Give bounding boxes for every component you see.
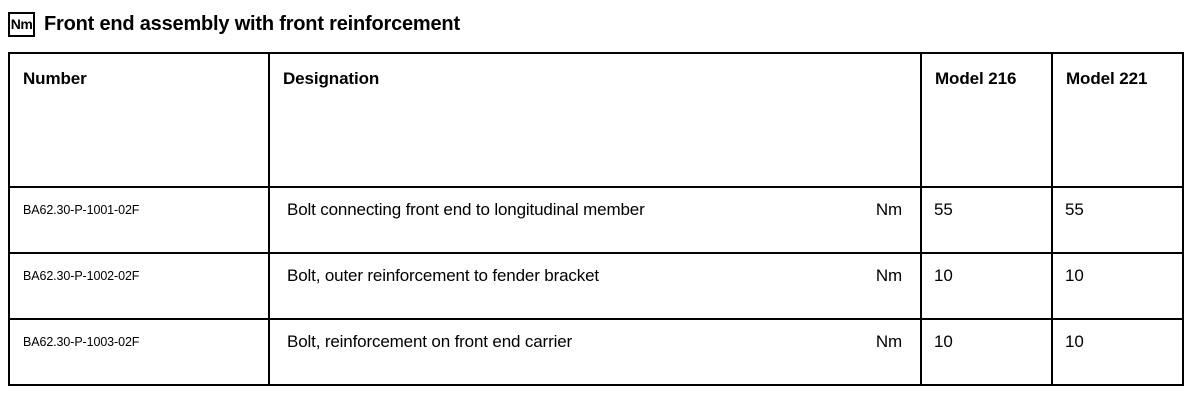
column-header-designation-label: Designation: [283, 69, 380, 88]
cell-model-221: 55: [1051, 186, 1184, 254]
column-header-number: Number: [8, 52, 270, 188]
table-row: BA62.30-P-1002-02F Bolt, outer reinforce…: [8, 252, 1184, 320]
torque-value-model-216: 55: [934, 200, 953, 219]
column-header-model-221: Model 221: [1051, 52, 1184, 188]
unit-text: Nm: [875, 200, 902, 219]
newton-meter-icon: Nm: [8, 11, 35, 37]
cell-model-221: 10: [1051, 318, 1184, 386]
designation-wrapper: Bolt, reinforcement on front end carrier…: [270, 320, 920, 352]
cell-number: BA62.30-P-1001-02F: [8, 186, 270, 254]
designation-text: Bolt, reinforcement on front end carrier: [287, 332, 573, 351]
torque-value-model-216: 10: [934, 332, 953, 351]
column-header-number-label: Number: [23, 69, 87, 88]
table-row: BA62.30-P-1003-02F Bolt, reinforcement o…: [8, 318, 1184, 386]
table-body: BA62.30-P-1001-02F Bolt connecting front…: [8, 186, 1184, 386]
part-number-text: BA62.30-P-1002-02F: [23, 269, 140, 283]
part-number-text: BA62.30-P-1003-02F: [23, 335, 140, 349]
cell-model-216: 55: [920, 186, 1053, 254]
cell-model-216: 10: [920, 252, 1053, 320]
designation-text: Bolt connecting front end to longitudina…: [287, 200, 645, 219]
cell-designation: Bolt connecting front end to longitudina…: [268, 186, 922, 254]
column-header-model-221-label: Model 221: [1066, 69, 1148, 88]
torque-specification-table: Number Designation Model 216 Model 221 B…: [8, 52, 1184, 386]
table-header: Number Designation Model 216 Model 221: [8, 52, 1184, 188]
document-title-row: Nm Front end assembly with front reinfor…: [8, 8, 460, 40]
cell-model-216: 10: [920, 318, 1053, 386]
table-row: BA62.30-P-1001-02F Bolt connecting front…: [8, 186, 1184, 254]
table-header-row: Number Designation Model 216 Model 221: [8, 52, 1184, 188]
cell-number: BA62.30-P-1003-02F: [8, 318, 270, 386]
page-title: Front end assembly with front reinforcem…: [44, 12, 460, 35]
column-header-designation: Designation: [268, 52, 922, 188]
part-number-text: BA62.30-P-1001-02F: [23, 203, 140, 217]
unit-text: Nm: [875, 332, 902, 351]
designation-wrapper: Bolt connecting front end to longitudina…: [270, 188, 920, 220]
cell-designation: Bolt, outer reinforcement to fender brac…: [268, 252, 922, 320]
unit-text: Nm: [875, 266, 902, 285]
torque-value-model-221: 10: [1065, 266, 1084, 285]
column-header-model-216-label: Model 216: [935, 69, 1017, 88]
cell-model-221: 10: [1051, 252, 1184, 320]
designation-wrapper: Bolt, outer reinforcement to fender brac…: [270, 254, 920, 286]
torque-value-model-216: 10: [934, 266, 953, 285]
torque-value-model-221: 55: [1065, 200, 1084, 219]
cell-designation: Bolt, reinforcement on front end carrier…: [268, 318, 922, 386]
cell-number: BA62.30-P-1002-02F: [8, 252, 270, 320]
designation-text: Bolt, outer reinforcement to fender brac…: [287, 266, 599, 285]
column-header-model-216: Model 216: [920, 52, 1053, 188]
torque-value-model-221: 10: [1065, 332, 1084, 351]
